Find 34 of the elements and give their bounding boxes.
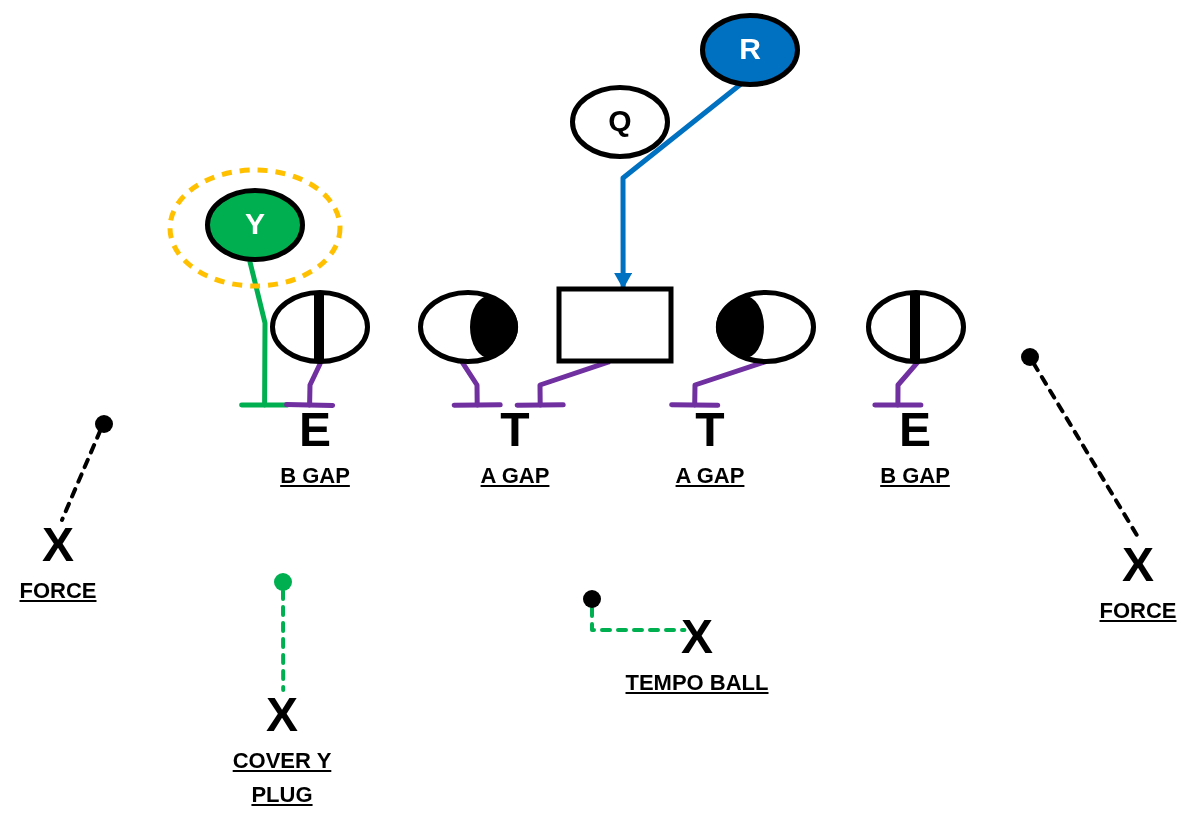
start-dot (95, 415, 113, 433)
player-letter: T (500, 405, 530, 455)
player-letter: Y (245, 209, 265, 239)
player-letter: T (695, 405, 725, 455)
assignment-label: A GAP (675, 462, 745, 490)
player-letter: X (266, 690, 298, 740)
player-letter: Q (608, 106, 632, 136)
assignment-label: A GAP (480, 462, 550, 490)
assignment-label: COVER Y PLUG (231, 747, 333, 809)
player-circle (700, 13, 800, 87)
lineman-oval (866, 290, 966, 364)
start-dot (274, 573, 292, 591)
start-dot (583, 590, 601, 608)
dashed-ring (168, 168, 342, 288)
lineman-oval (270, 290, 370, 364)
assignment-label: B GAP (880, 462, 950, 490)
player-letter: X (42, 520, 74, 570)
assignment-label: FORCE (19, 577, 97, 605)
lineman-oval (418, 290, 518, 364)
player-letter: X (681, 612, 713, 662)
assignment-label: TEMPO BALL (625, 669, 769, 697)
dashed-path (590, 606, 687, 632)
center-box (557, 287, 673, 363)
player-letter: E (899, 405, 931, 455)
player-letter: E (299, 405, 331, 455)
player-letter: R (739, 34, 761, 64)
player-circle (570, 85, 670, 159)
assignment-label: FORCE (1099, 597, 1177, 625)
player-letter: X (1122, 540, 1154, 590)
assignment-label: B GAP (280, 462, 350, 490)
player-circle (205, 188, 305, 262)
dashed-path (281, 589, 286, 692)
lineman-oval (716, 290, 816, 364)
start-dot (1021, 348, 1039, 366)
